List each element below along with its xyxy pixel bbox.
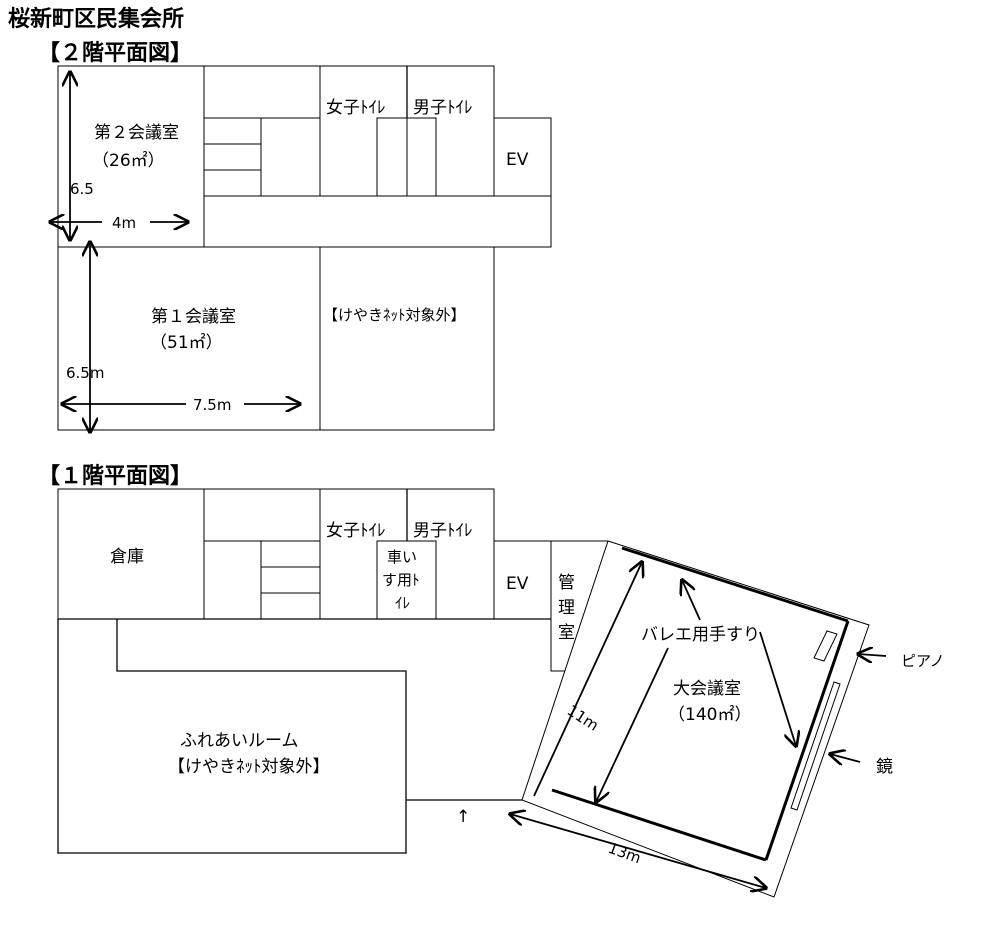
barre-pointer-bottom bbox=[596, 647, 669, 802]
mirror-label: 鏡 bbox=[876, 757, 893, 777]
mirror-pointer bbox=[830, 754, 861, 762]
conf1-area: （51㎡） bbox=[150, 333, 223, 353]
floor1-heading: 【１階平面図】 bbox=[38, 464, 192, 489]
piano-pointer bbox=[858, 654, 887, 656]
conf1-name: 第１会議室 bbox=[151, 307, 236, 327]
office-label-3: 室 bbox=[558, 623, 575, 643]
storage-label: 倉庫 bbox=[110, 547, 144, 567]
f2-stair-1 bbox=[203, 117, 262, 145]
f1-storage bbox=[57, 488, 205, 620]
hall-area: （140㎡） bbox=[668, 705, 751, 725]
hall-dim-side-arrow bbox=[533, 562, 642, 797]
barre-top bbox=[621, 546, 849, 623]
floor2-heading: 【２階平面図】 bbox=[38, 41, 192, 66]
f2-elevator bbox=[493, 117, 552, 197]
conf2-name: 第２会議室 bbox=[94, 123, 179, 143]
fureai-note: 【けやきﾈｯﾄ対象外】 bbox=[168, 757, 330, 777]
conf2-dim-h: 4m bbox=[112, 214, 136, 232]
wheelchair-toilet-line1: 車い bbox=[387, 548, 417, 566]
floor2-plan bbox=[57, 65, 552, 431]
wheelchair-toilet-line3: ｲﾚ bbox=[395, 594, 410, 612]
f1-fureai-room bbox=[57, 618, 551, 854]
f2-storage-top bbox=[203, 65, 321, 119]
entrance-arrow: ↑ bbox=[456, 807, 470, 827]
facility-title: 桜新町区民集会所 bbox=[8, 6, 184, 32]
f2-landing bbox=[260, 117, 321, 197]
barre-label: バレエ用手すり bbox=[641, 625, 760, 645]
conf-room-1 bbox=[57, 246, 321, 431]
f1-top-room bbox=[203, 488, 321, 542]
f1-side-room bbox=[203, 540, 262, 620]
f1-elevator-label: EV bbox=[506, 574, 529, 594]
f2-mens-toilet-label: 男子ﾄｲﾚ bbox=[413, 98, 473, 118]
hall-dim-bottom-arrow bbox=[510, 814, 766, 888]
f2-corridor bbox=[203, 195, 552, 248]
piano-mark bbox=[813, 630, 838, 662]
f1-wheelchair-toilet bbox=[376, 540, 437, 620]
f2-stair-3 bbox=[203, 169, 262, 197]
f1-stair-3 bbox=[260, 592, 321, 620]
f2-excluded-label: 【けやきﾈｯﾄ対象外】 bbox=[323, 306, 466, 324]
f2-womens-toilet-label: 女子ﾄｲﾚ bbox=[326, 98, 386, 118]
f2-stair-2 bbox=[203, 143, 262, 171]
fureai-name: ふれあいルーム bbox=[180, 731, 299, 751]
f1-stair-1 bbox=[260, 540, 321, 568]
barre-right bbox=[764, 620, 850, 861]
office-label-2: 理 bbox=[558, 598, 575, 618]
barre-pointer-top bbox=[682, 580, 701, 621]
piano-label: ピアノ bbox=[901, 652, 945, 670]
f1-stair-2 bbox=[260, 566, 321, 594]
hall-name: 大会議室 bbox=[673, 679, 741, 699]
wheelchair-toilet-line2: す用ﾄ bbox=[382, 571, 420, 589]
floor1-plan bbox=[57, 488, 870, 898]
conf2-dim-v: 6.5 bbox=[70, 180, 94, 198]
conf1-dim-h: 7.5m bbox=[193, 396, 231, 414]
mirror-mark bbox=[790, 681, 841, 811]
barre-pointer-right bbox=[759, 631, 796, 746]
f2-elevator-label: EV bbox=[506, 150, 529, 170]
conf1-dim-v: 6.5m bbox=[66, 364, 104, 382]
f1-womens-toilet-label: 女子ﾄｲﾚ bbox=[326, 521, 386, 541]
office-label-1: 管 bbox=[558, 573, 575, 593]
conf2-area: （26㎡） bbox=[92, 151, 165, 171]
f2-excluded-room bbox=[319, 246, 495, 431]
f1-mens-toilet-label: 男子ﾄｲﾚ bbox=[413, 521, 473, 541]
